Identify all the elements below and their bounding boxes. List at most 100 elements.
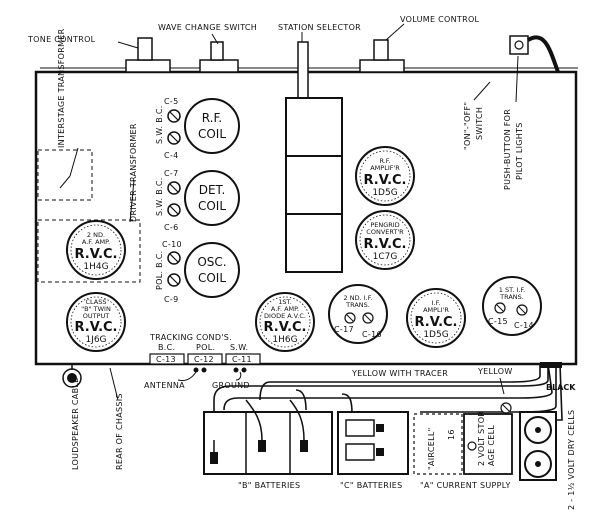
- tracking-bc: B.C.: [158, 343, 175, 352]
- tube-if-mid: R.V.C.: [415, 315, 458, 330]
- tube-out-bot: 1J6G: [85, 335, 106, 345]
- trimmer-c6: [167, 203, 181, 217]
- c4-label: C-4: [164, 151, 178, 160]
- ift2-l2: TRANS.: [345, 301, 370, 309]
- tube-if-bot: 1D5G: [423, 330, 448, 340]
- tube-af1-top: 1ST.: [278, 298, 292, 306]
- station-selector-label: STATION SELECTOR: [278, 23, 361, 32]
- c10-label: C-10: [162, 240, 182, 249]
- tube-if-top: I.F.: [432, 299, 441, 307]
- tube-rf-top2: AMPLIF'R: [370, 164, 400, 172]
- if-transformer-1st: 1 ST. I.F. TRANS. C-15 C-14: [482, 276, 542, 336]
- ift2-l1: 2 ND. I.F.: [344, 294, 373, 302]
- tube-pg-bot: 1C7G: [373, 252, 398, 262]
- tube-rf-mid: R.V.C.: [364, 173, 407, 188]
- osc-coil-line1: OSC.: [197, 255, 226, 269]
- c6-label: C-6: [164, 223, 178, 232]
- rear-of-chassis-label: REAR OF CHASSIS: [115, 393, 124, 470]
- yellow-tracer-label: YELLOW WITH TRACER: [351, 369, 448, 378]
- tracking-cond-c11: C-11: [225, 353, 261, 365]
- dry-cells: [519, 411, 557, 481]
- tube-out-top: CLASS: [85, 298, 106, 306]
- yellow-label: YELLOW: [477, 367, 513, 376]
- driver-transformer-label: DRIVER TRANSFORMER: [129, 123, 138, 222]
- dry-cells-label: 2 - 1½ VOLT DRY CELLS: [567, 410, 576, 510]
- storage-label-1: 2 VOLT STOR: [477, 411, 486, 466]
- tube-pg-top2: CONVERT'R: [366, 228, 404, 236]
- push-button-pilot-lights: [509, 35, 560, 73]
- tuning-condenser-gang: [285, 97, 343, 273]
- tone-control-label: TONE CONTROL: [27, 35, 96, 44]
- det-coil-line2: COIL: [198, 199, 226, 213]
- push-button-label-1: PUSH-BUTTON FOR: [503, 109, 512, 190]
- tube-rf-bot: 1D5G: [372, 188, 397, 198]
- tube-rf-top: R.F.: [379, 157, 390, 165]
- c11-label: C-11: [232, 355, 252, 364]
- push-button-label-2: PILOT LIGHTS: [515, 122, 524, 180]
- rf-coil-line1: R.F.: [202, 111, 223, 125]
- aircell-label: "AIRCELL": [427, 427, 436, 470]
- on-off-switch-label-2: SWITCH: [475, 107, 484, 140]
- ift2-cb: C-16: [362, 330, 382, 339]
- c-batteries-label: "C" BATTERIES: [340, 481, 402, 490]
- interstage-transformer-label: INTERSTAGE TRANSFORMER: [57, 28, 66, 148]
- trimmer-c4: [167, 131, 181, 145]
- c7-label: C-7: [164, 169, 178, 178]
- ift1-ca: C-15: [488, 317, 508, 326]
- tracking-sw: S.W.: [230, 343, 248, 352]
- pol-bc-label: POL. B.C.: [155, 250, 164, 290]
- ground-terminal: [233, 367, 247, 381]
- tube-if-amplifier: I.F. AMPLI'R R.V.C. 1D5G: [406, 288, 466, 348]
- tracking-cond-c13: C-13: [149, 353, 185, 365]
- antenna-label: ANTENNA: [144, 381, 185, 390]
- tube-out-mid: R.V.C.: [75, 320, 118, 335]
- tracking-pol: POL.: [196, 343, 215, 352]
- det-coil-line1: DET.: [199, 183, 226, 197]
- wiring-connector: [540, 362, 562, 368]
- b-batteries-label: "B" BATTERIES: [238, 481, 300, 490]
- tube-af1-top3: DIODE A.V.C.: [264, 312, 306, 320]
- tube-af1-mid: R.V.C.: [264, 320, 307, 335]
- interstage-transformer: [37, 149, 93, 201]
- trimmer-c10: [167, 251, 181, 265]
- c13-label: C-13: [156, 355, 176, 364]
- tube-out-top3: OUTPUT: [83, 312, 110, 320]
- tube-1st-af-amp: 1ST. A.F. AMP. DIODE A.V.C. R.V.C. 1H6G: [255, 292, 315, 352]
- tube-out-top2: "B" TWIN: [81, 305, 111, 313]
- rf-coil: R.F. COIL: [184, 98, 240, 154]
- ift1-cb: C-14: [514, 321, 534, 330]
- tube-af1-bot: 1H6G: [272, 335, 297, 345]
- trimmer-c9: [167, 273, 181, 287]
- tube-pentagrid-converter: PENGRID CONVERT'R R.V.C. 1C7G: [355, 210, 415, 270]
- tube-af1-top2: A.F. AMP.: [271, 305, 299, 313]
- c9-label: C-9: [164, 295, 178, 304]
- on-off-switch-label-1: "ON"-"OFF": [463, 102, 472, 150]
- if-transformer-2nd: 2 ND. I.F. TRANS. C-17 C-16: [328, 284, 388, 344]
- c12-label: C-12: [194, 355, 214, 364]
- storage-label-2: AGE CELL: [487, 425, 496, 466]
- tube-af2-mid: R.V.C.: [75, 247, 118, 262]
- det-coil: DET. COIL: [184, 170, 240, 226]
- c-batteries: [337, 411, 409, 475]
- aircell-num: 16: [447, 429, 456, 440]
- rf-coil-line2: COIL: [198, 127, 226, 141]
- tube-if-top2: AMPLI'R: [423, 306, 449, 314]
- trimmer-c5: [167, 109, 181, 123]
- b-batteries: [203, 399, 333, 475]
- tube-pg-top: PENGRID: [370, 221, 399, 229]
- driver-transformer: [37, 219, 141, 283]
- volume-control-label: VOLUME CONTROL: [400, 15, 480, 24]
- tube-2nd-af-amp: 2 ND. A.F. AMP. R.V.C. 1H4G: [66, 220, 126, 280]
- sw-bc-label-1: S.W. B.C.: [155, 105, 164, 144]
- volume-control-knob: [359, 39, 405, 73]
- ift1-l1: 1 ST. I.F.: [499, 286, 525, 294]
- black-label: BLACK: [546, 383, 576, 392]
- tracking-title: TRACKING COND'S.: [149, 333, 232, 342]
- loudspeaker-cable-label: LOUDSPEAKER CABLE: [71, 378, 80, 470]
- tube-class-b-output: CLASS "B" TWIN OUTPUT R.V.C. 1J6G: [66, 292, 126, 352]
- antenna-terminal: [177, 367, 207, 381]
- a-supply-label: "A" CURRENT SUPPLY: [420, 481, 511, 490]
- osc-coil-line2: COIL: [198, 271, 226, 285]
- station-selector-shaft: [297, 41, 309, 99]
